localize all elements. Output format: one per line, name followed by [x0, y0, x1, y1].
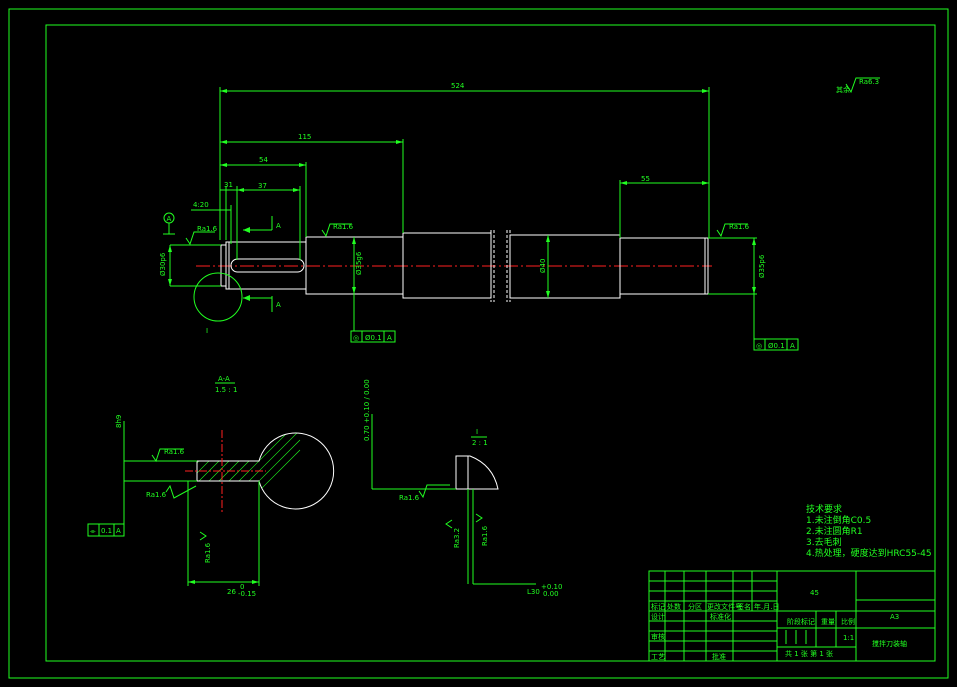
- tolerance-frame-right: ◎ Ø0.1 A: [753, 294, 799, 351]
- tb-weight: 重量: [821, 618, 835, 626]
- detail-title: I: [476, 428, 478, 436]
- tech-requirements: 技术要求 1.未注倒角C0.5 2.未注圆角R1 3.去毛刺 4.热处理，硬度达…: [806, 503, 932, 559]
- roughness-det-1: Ra1.6: [399, 494, 420, 502]
- tb-sheets: 共 1 张 第 1 张: [785, 649, 833, 658]
- section-view: A-A 1.5 : 1 8h9: [87, 375, 335, 598]
- roughness-det-2: Ra3.2: [453, 528, 461, 548]
- tol-right-value: Ø0.1: [768, 342, 785, 350]
- tech-item-1: 1.未注倒角C0.5: [806, 514, 871, 526]
- tol-mid-symbol: ◎: [353, 334, 359, 342]
- section-scale: 1.5 : 1: [215, 386, 237, 394]
- tb-h-file: 更改文件号: [707, 602, 742, 611]
- dim-54: 54: [259, 156, 268, 164]
- cut-label-a1: A: [276, 222, 281, 230]
- tb-h-mark: 标记: [651, 602, 665, 611]
- dim-31: 31: [224, 181, 233, 189]
- roughness-general-label: 其余: [836, 85, 850, 94]
- tolerance-frame-mid: ◎ Ø0.1 A: [350, 294, 396, 343]
- tech-title: 技术要求: [806, 503, 842, 515]
- detail-tol-top: +0.10: [541, 583, 562, 591]
- dim-4: 4:20: [193, 201, 209, 209]
- detail-view: I 2 : 1 0.70 +0.10 / 0.00 L30 +0.10 0.00…: [363, 379, 562, 598]
- tb-process: 工艺: [651, 653, 665, 661]
- tb-material: 45: [810, 589, 819, 597]
- roughness-general-value: Ra6.3: [859, 78, 879, 86]
- tb-standard: 标准化: [710, 612, 731, 621]
- tech-item-2: 2.未注圆角R1: [806, 525, 863, 537]
- tb-approve: 批准: [712, 652, 726, 661]
- outer-border: [8, 8, 949, 679]
- tolerance-frame-section: ⌯ 0.1 A: [87, 481, 125, 537]
- dim-dia-left: Ø30p6: [159, 252, 167, 276]
- title-block: 标记 处数 分区 更改文件号 签名 年.月.日 设计 标准化 审核 工艺 批准 …: [648, 570, 936, 662]
- tb-part-name: 搅拌刀装轴: [872, 639, 907, 648]
- detail-marker: I: [206, 327, 208, 335]
- detail-tol-bot: 0.00: [543, 590, 559, 598]
- tol-mid-datum: A: [387, 334, 392, 342]
- tb-h-sign: 签名: [737, 602, 751, 611]
- tb-sheet: A3: [890, 613, 899, 621]
- section-depth: 8h9: [115, 415, 123, 428]
- section-outline: [196, 432, 335, 510]
- roughness-sec-1: Ra1.6: [164, 448, 185, 456]
- dim-dia-mid: Ø35g6: [355, 251, 363, 275]
- detail-profile: [455, 455, 499, 490]
- roughness-sec-2: Ra1.6: [146, 491, 167, 499]
- dim-55: 55: [641, 175, 650, 183]
- dim-115: 115: [298, 133, 311, 141]
- tol-mid-value: Ø0.1: [365, 334, 382, 342]
- shaft-main-view: I A A 524 115 54 37: [159, 77, 880, 351]
- roughness-right: Ra1.6: [729, 223, 750, 231]
- detail-circle: [193, 272, 243, 322]
- tech-item-3: 3.去毛刺: [806, 536, 842, 548]
- tb-h-zone: 分区: [688, 602, 702, 611]
- detail-scale: 2 : 1: [472, 439, 488, 447]
- tol-right-datum: A: [790, 342, 795, 350]
- tb-scale-label: 比例: [841, 617, 855, 626]
- dim-dia-center: Ø40: [539, 259, 547, 273]
- section-tol-bot: -0.15: [238, 590, 256, 598]
- roughness-left: Ra1.6: [197, 225, 218, 233]
- dim-dia-right: Ø35p6: [758, 254, 766, 278]
- detail-vert-tol: 0.70 +0.10 / 0.00: [363, 379, 371, 441]
- tb-h-count: 处数: [667, 602, 681, 611]
- tb-h-date: 年.月.日: [754, 602, 779, 611]
- section-width: 26: [227, 588, 236, 596]
- tb-design: 设计: [651, 612, 665, 621]
- cut-label-a2: A: [276, 301, 281, 309]
- tb-scale: 1:1: [843, 634, 854, 642]
- section-title: A-A: [218, 375, 230, 383]
- tol-right-symbol: ◎: [756, 342, 762, 350]
- tol-sec-value: 0.1: [101, 527, 112, 535]
- tb-stage: 阶段标记: [787, 617, 815, 626]
- roughness-sec-3: Ra1.6: [204, 542, 212, 563]
- roughness-mid: Ra1.6: [333, 223, 354, 231]
- tech-item-4: 4.热处理，硬度达到HRC55-45: [806, 547, 932, 559]
- roughness-det-3: Ra1.6: [481, 525, 489, 546]
- detail-len: L30: [527, 588, 540, 596]
- tb-check: 审核: [651, 632, 665, 641]
- dim-37: 37: [258, 182, 267, 190]
- dim-overall: 524: [451, 82, 465, 90]
- inner-border: [45, 24, 936, 662]
- datum-a-label: A: [167, 215, 172, 223]
- tol-sec-symbol: ⌯: [90, 527, 96, 535]
- tol-sec-datum: A: [116, 527, 121, 535]
- section-tol-top: 0: [240, 583, 244, 591]
- keyway-slot: [230, 258, 305, 273]
